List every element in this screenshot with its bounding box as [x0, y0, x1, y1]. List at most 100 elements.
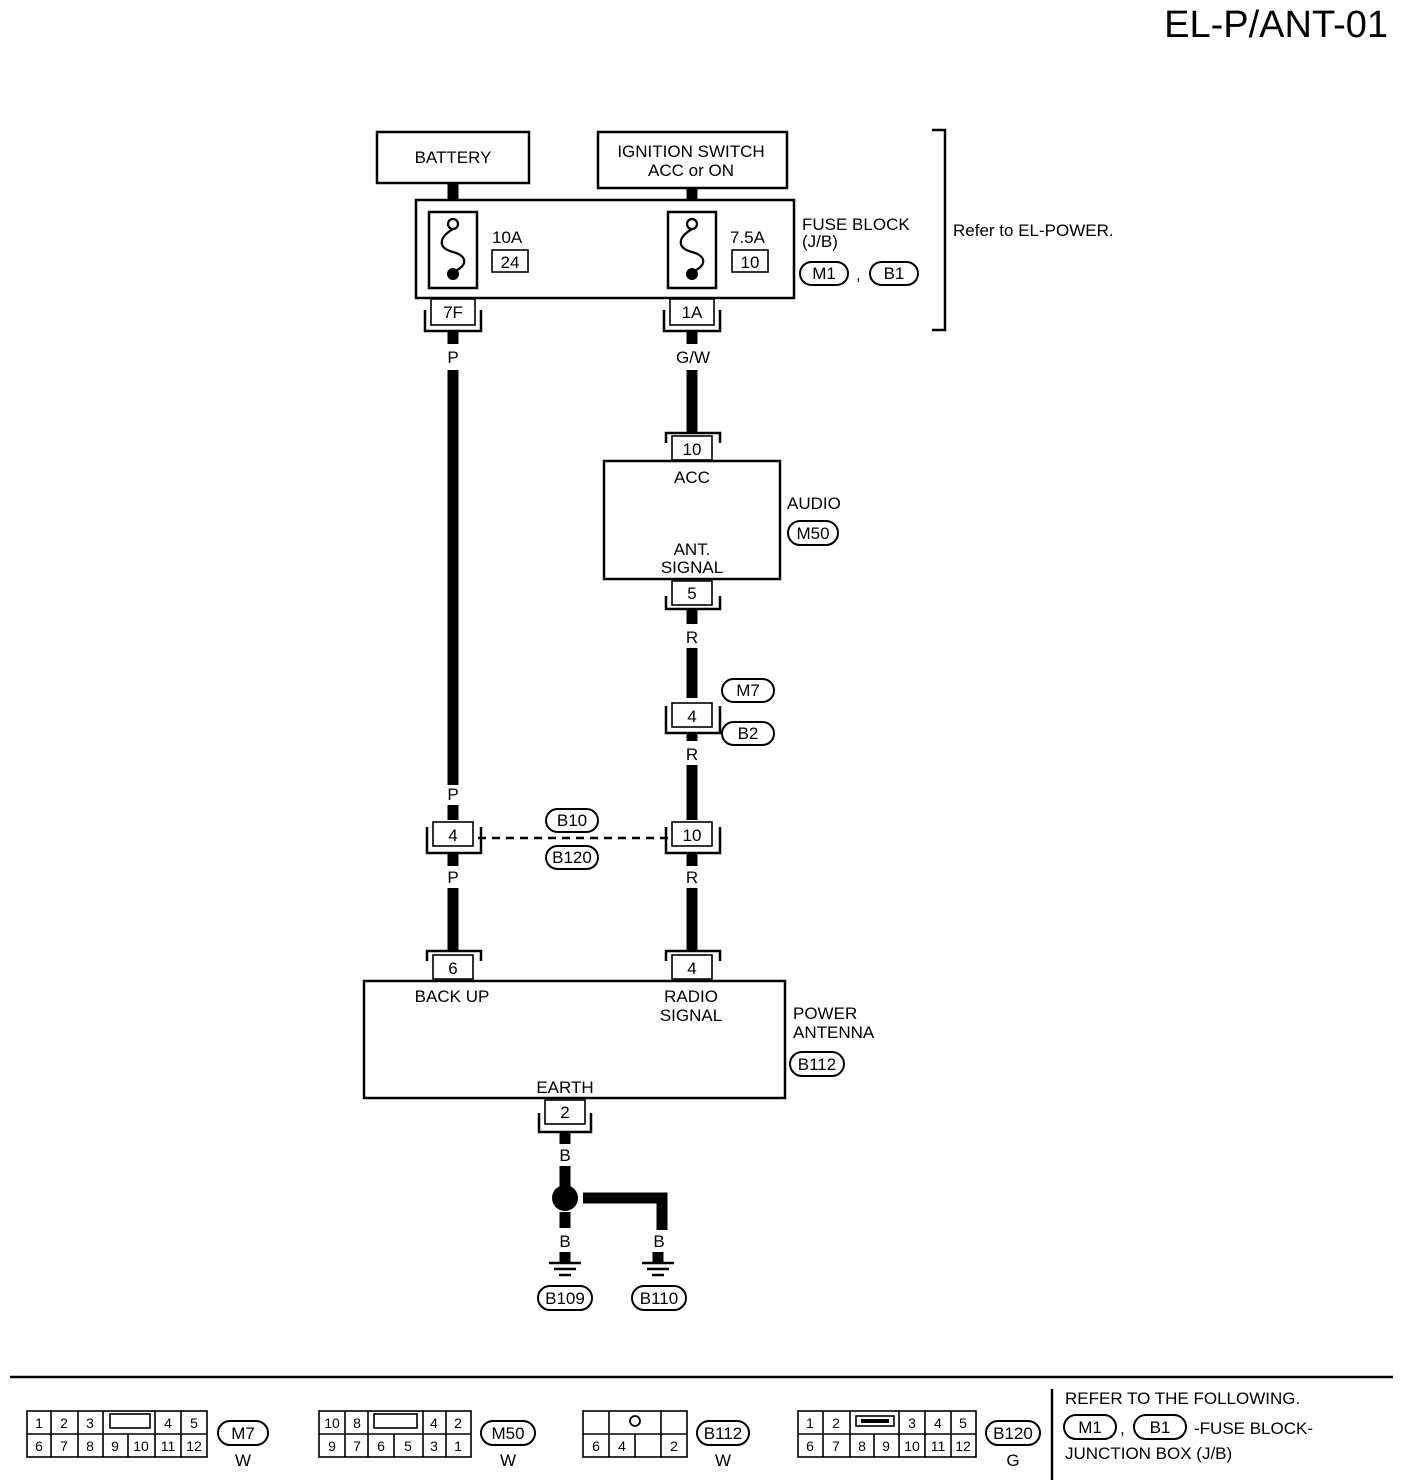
svg-text:6: 6 — [35, 1438, 43, 1454]
svg-text:P: P — [447, 868, 458, 887]
antenna-pin-6: 6 — [425, 949, 483, 980]
svg-text:6: 6 — [592, 1438, 600, 1454]
connector-b112-color: W — [715, 1451, 731, 1470]
antenna-backup-label: BACK UP — [415, 987, 490, 1006]
inline-m7-top: M7 — [736, 681, 760, 700]
antenna-conn: B112 — [798, 1055, 836, 1074]
inline-connector-m7: 4 M7 B2 — [664, 678, 775, 746]
svg-text:10: 10 — [683, 440, 702, 459]
svg-text:6: 6 — [806, 1438, 814, 1454]
ignition-switch: IGNITION SWITCH ACC or ON — [596, 130, 789, 190]
fuse-right-number: 10 — [741, 253, 760, 272]
audio-signal-label: SIGNAL — [661, 558, 723, 577]
connector-b120-color: G — [1006, 1451, 1019, 1470]
svg-text:4: 4 — [687, 959, 696, 978]
fuse-block-sublabel: (J/B) — [802, 232, 838, 251]
antenna-earth-label: EARTH — [536, 1078, 593, 1097]
svg-text:10: 10 — [683, 826, 702, 845]
power-antenna: 6 4 BACK UP RADIO SIGNAL EARTH 2 POWER A… — [362, 949, 875, 1134]
inline-m7-bottom: B2 — [738, 724, 759, 743]
svg-text:1: 1 — [454, 1438, 462, 1454]
battery: BATTERY — [375, 130, 531, 185]
svg-text:R: R — [686, 745, 698, 764]
svg-text:7F: 7F — [443, 303, 463, 322]
svg-text:8: 8 — [858, 1438, 866, 1454]
wires — [447, 183, 698, 1262]
ignition-label-1: IGNITION SWITCH — [617, 142, 764, 161]
audio-unit: 10 ACC ANT. SIGNAL 5 AUDIO M50 — [602, 431, 841, 611]
inline-connector-b10: 4 10 B10 B120 — [425, 808, 722, 870]
fuse-block-conn-2: B1 — [884, 264, 905, 283]
svg-text:4: 4 — [687, 707, 696, 726]
antenna-label-1: POWER — [793, 1004, 857, 1023]
svg-text:2: 2 — [454, 1415, 462, 1431]
footer-conn-1: M1 — [1078, 1418, 1102, 1437]
svg-text:B: B — [559, 1146, 570, 1165]
connector-m50-color: W — [500, 1451, 516, 1470]
connector-face-b120: 1 2 3 4 5 6 7 8 9 10 11 12 B120 G — [797, 1410, 1041, 1470]
connector-m50-id: M50 — [491, 1424, 524, 1443]
audio-pin-10: 10 — [664, 431, 722, 461]
svg-text:12: 12 — [955, 1438, 971, 1454]
svg-text:P: P — [447, 785, 458, 804]
svg-text:4: 4 — [618, 1438, 626, 1454]
svg-text:8: 8 — [353, 1415, 361, 1431]
footer-line-3: JUNCTION BOX (J/B) — [1065, 1444, 1232, 1463]
svg-text:9: 9 — [328, 1438, 336, 1454]
svg-text:6: 6 — [448, 959, 457, 978]
ground-b109: B109 — [545, 1289, 585, 1308]
terminal-7f: 7F — [423, 298, 483, 333]
svg-text:1A: 1A — [682, 303, 703, 322]
antenna-signal-label: SIGNAL — [660, 1006, 722, 1025]
connector-face-m7: 1 2 3 4 5 6 7 8 9 10 11 12 M7 W — [26, 1410, 269, 1470]
svg-text:9: 9 — [882, 1438, 890, 1454]
svg-text:11: 11 — [931, 1438, 946, 1454]
antenna-pin-2: 2 — [537, 1099, 593, 1134]
ground-icon — [549, 1261, 581, 1277]
connector-b112-id: B112 — [704, 1424, 742, 1443]
svg-text:2: 2 — [60, 1415, 68, 1431]
svg-text:7: 7 — [832, 1438, 840, 1454]
svg-text:10: 10 — [133, 1438, 149, 1454]
svg-text:2: 2 — [670, 1438, 678, 1454]
svg-text:2: 2 — [832, 1415, 840, 1431]
antenna-radio-label: RADIO — [664, 987, 718, 1006]
battery-label: BATTERY — [415, 148, 492, 167]
fuse-block-label: FUSE BLOCK — [802, 215, 910, 234]
wire-color-p: P — [447, 348, 458, 367]
svg-text:10: 10 — [904, 1438, 920, 1454]
audio-pin-5: 5 — [664, 580, 722, 611]
fuse-right-amp: 7.5A — [730, 228, 766, 247]
footer-conn-2: B1 — [1150, 1418, 1171, 1437]
connector-m7-id: M7 — [231, 1424, 255, 1443]
svg-text:5: 5 — [959, 1415, 967, 1431]
ground-b110: B110 — [640, 1289, 678, 1308]
svg-text:4: 4 — [430, 1415, 438, 1431]
svg-text:3: 3 — [430, 1438, 438, 1454]
svg-text:7: 7 — [353, 1438, 361, 1454]
svg-text:4: 4 — [448, 826, 457, 845]
wire-color-gw: G/W — [676, 348, 710, 367]
connector-b120-id: B120 — [993, 1424, 1033, 1443]
svg-text:5: 5 — [687, 584, 696, 603]
svg-text:9: 9 — [111, 1438, 119, 1454]
fuse-block-conn-1: M1 — [812, 264, 836, 283]
svg-text:,: , — [1120, 1419, 1125, 1438]
svg-text:B: B — [653, 1232, 664, 1251]
ground-icon — [642, 1261, 674, 1277]
fuse-left-number: 24 — [501, 253, 520, 272]
inline-b10-top: B10 — [557, 811, 587, 830]
ignition-label-2: ACC or ON — [648, 161, 734, 180]
footer-line-2: -FUSE BLOCK- — [1194, 1419, 1313, 1438]
audio-acc-label: ACC — [674, 468, 710, 487]
svg-text:11: 11 — [161, 1438, 176, 1454]
svg-text:2: 2 — [560, 1103, 569, 1122]
svg-text:R: R — [686, 868, 698, 887]
svg-text:8: 8 — [86, 1438, 94, 1454]
svg-text:1: 1 — [806, 1415, 814, 1431]
page-title: EL-P/ANT-01 — [1164, 4, 1388, 46]
fuse-block: 10A 24 7.5A 10 7F 1A FUSE BLOCK (J/B) M1… — [414, 128, 1114, 333]
svg-text:7: 7 — [60, 1438, 68, 1454]
inline-b10-bottom: B120 — [552, 848, 592, 867]
